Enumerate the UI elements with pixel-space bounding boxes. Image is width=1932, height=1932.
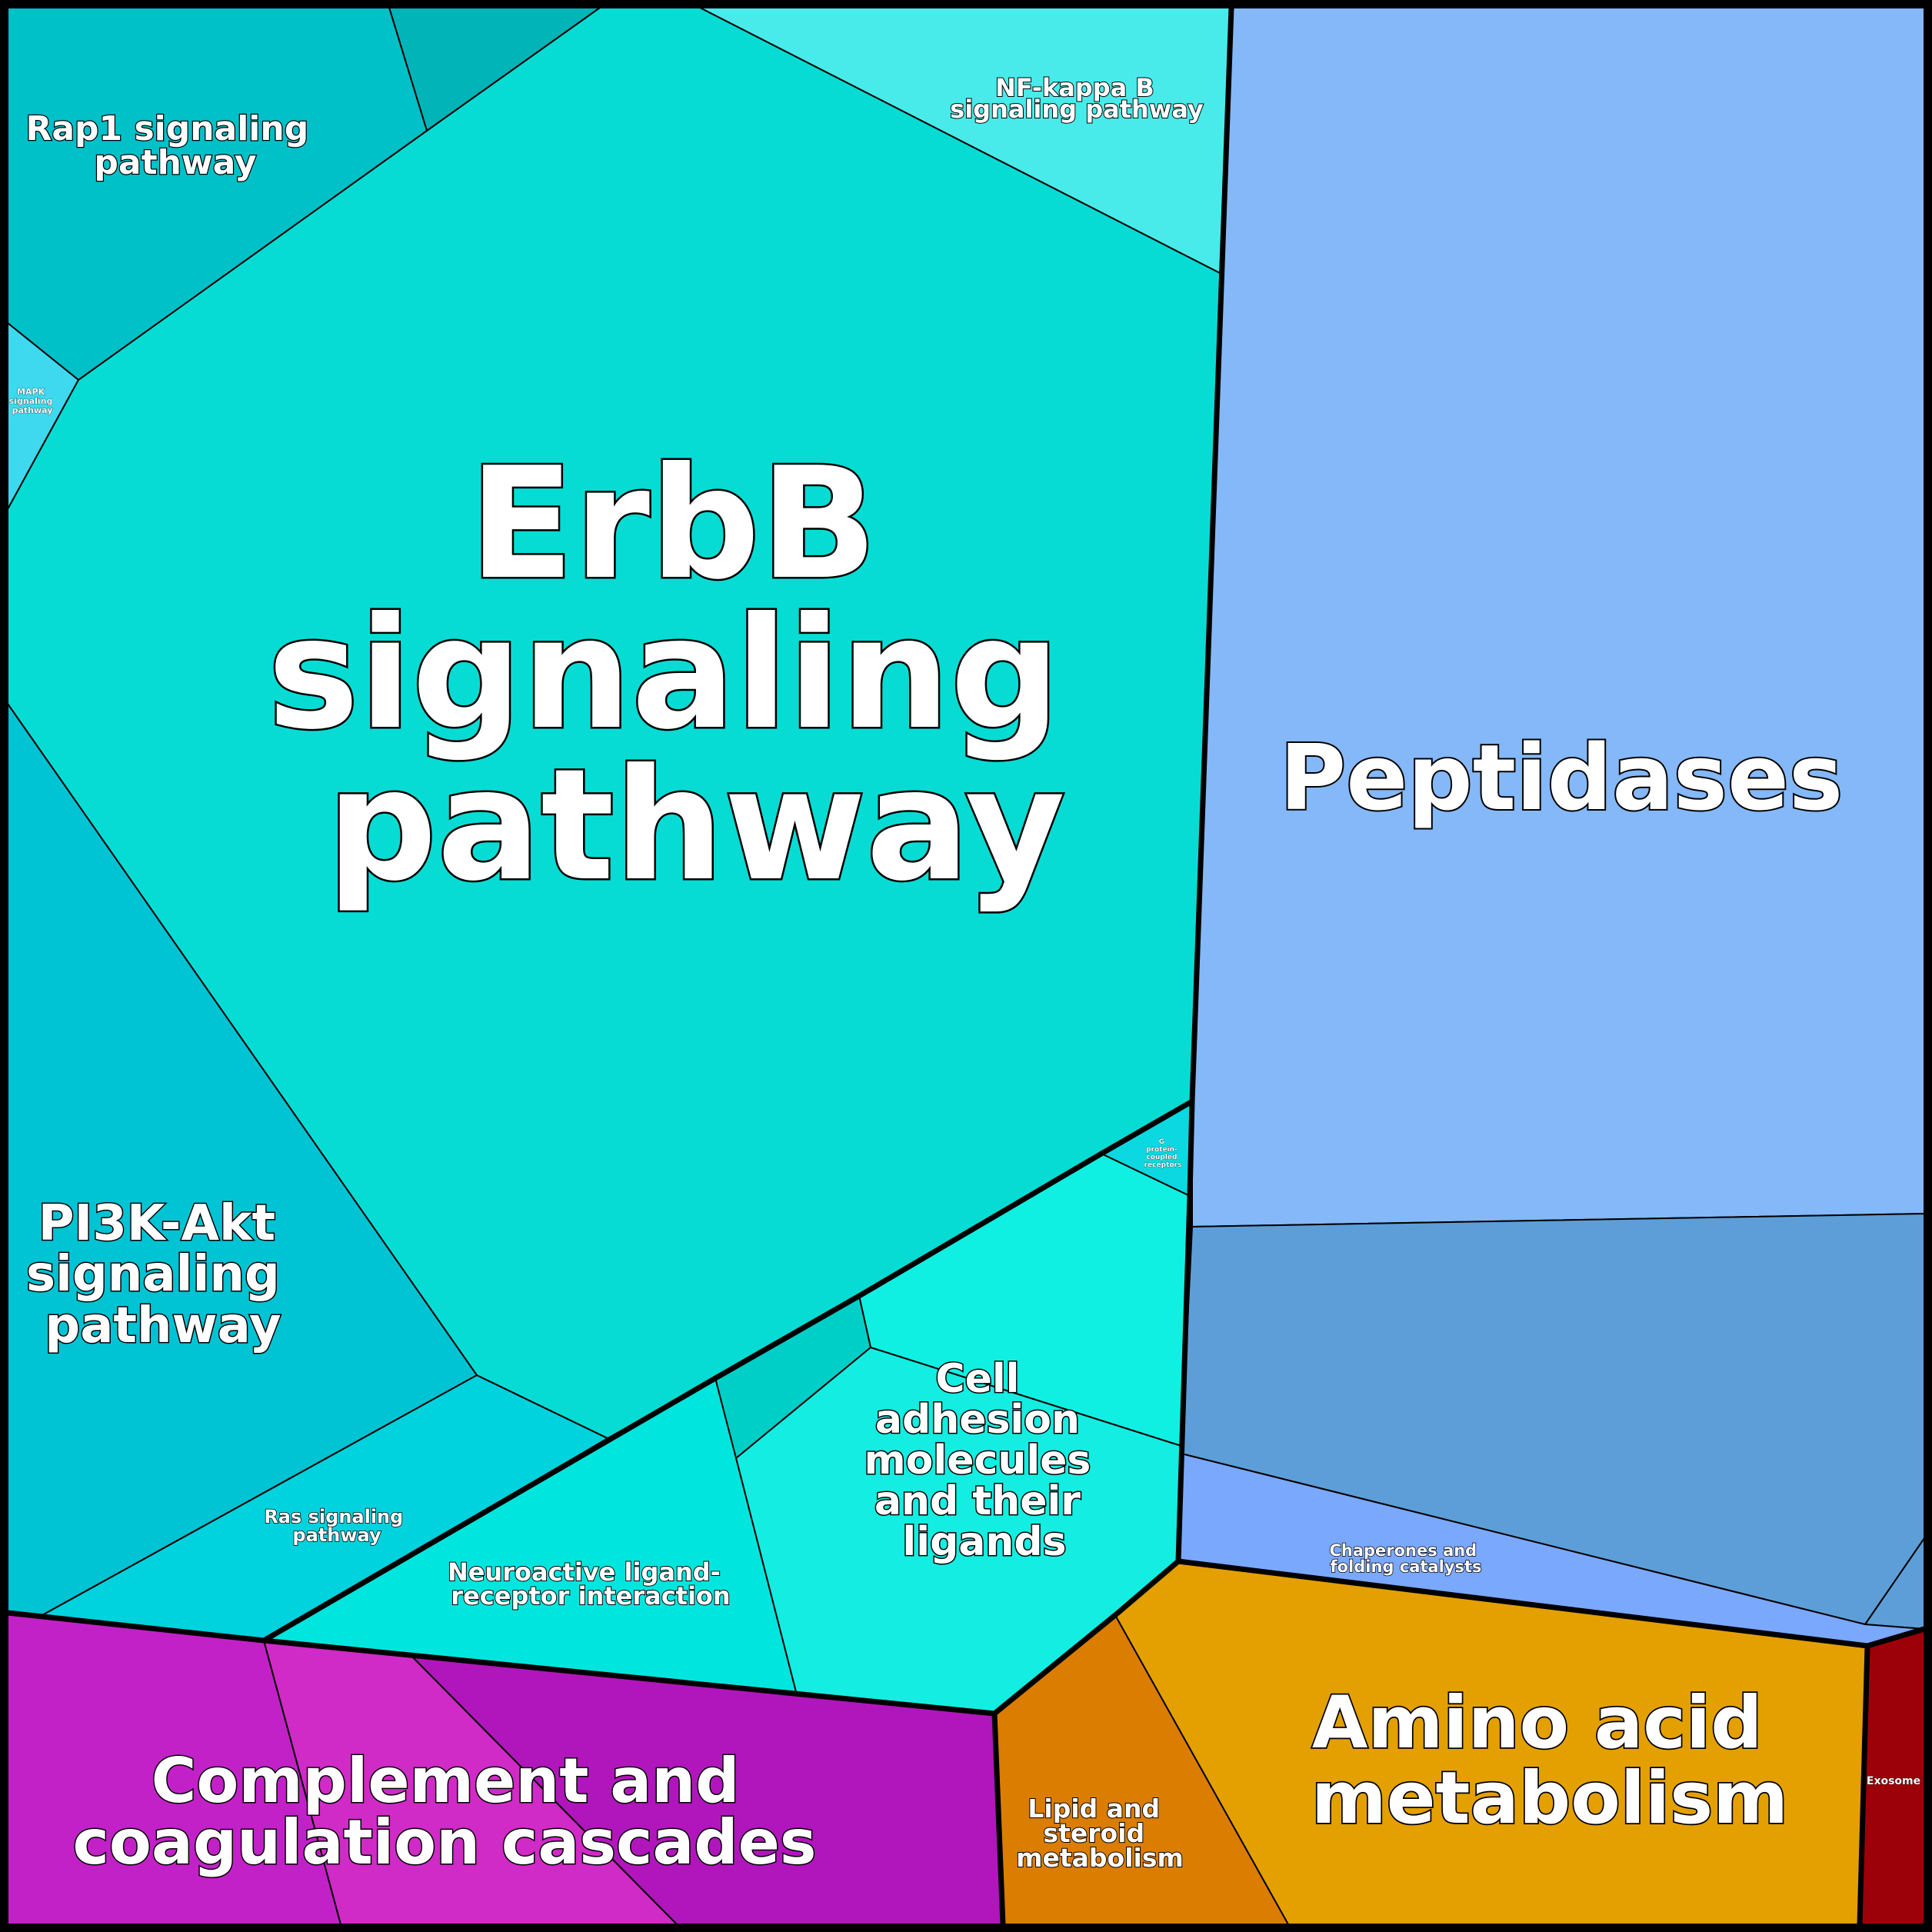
- label-amino-line-1: Amino acid: [1312, 1681, 1763, 1765]
- label-exosome: Exosome: [1867, 1775, 1920, 1787]
- label-gpcr-line-3: coupled: [1146, 1154, 1177, 1161]
- group-borders: [7, 7, 1925, 1925]
- label-mapk-signaling-pathway: MAPK signaling pathway: [9, 387, 56, 415]
- label-chaperones-and-folding-catalysts: Chaperones and folding catalysts: [1329, 1541, 1482, 1576]
- label-amino-line-2: metabolism: [1311, 1757, 1788, 1840]
- label-complement-and-coagulation-cascades: Complement and coagulation cascades: [73, 1745, 817, 1878]
- label-gpcr-line-1: G: [1159, 1138, 1164, 1146]
- label-erbb-line-3: pathway: [327, 736, 1065, 915]
- label-pi3k-line-2: signaling: [26, 1246, 280, 1303]
- label-mapk-line-2: signaling: [9, 396, 53, 406]
- label-cell-adhesion-molecules: Cell adhesion molecules and their ligand…: [864, 1356, 1105, 1565]
- label-nfkb-line-1: NF-kappa B: [995, 73, 1154, 102]
- label-peptidases-line-1: Peptidases: [1280, 724, 1843, 831]
- label-lipid-line-3: metabolism: [1016, 1843, 1184, 1873]
- label-lipid-line-1: Lipid and: [1028, 1794, 1160, 1824]
- label-mapk-line-3: pathway: [12, 405, 53, 415]
- label-nfkb-line-2: signaling pathway: [950, 95, 1204, 124]
- label-cam-line-2: adhesion: [875, 1397, 1080, 1443]
- label-pi3k-line-3: pathway: [45, 1297, 281, 1354]
- label-cam-line-4: and their: [874, 1478, 1081, 1524]
- label-lipid-and-steroid-metabolism: Lipid and steroid metabolism: [1016, 1794, 1184, 1873]
- label-peptidases: Peptidases: [1280, 724, 1843, 831]
- label-mapk-line-1: MAPK: [17, 387, 45, 397]
- label-ras-signaling-pathway: Ras signaling pathway: [264, 1506, 409, 1546]
- label-erbb-line-2: signaling: [268, 585, 1061, 764]
- label-amino-acid-metabolism: Amino acid metabolism: [1311, 1681, 1788, 1840]
- label-ras-line-2: pathway: [292, 1524, 381, 1546]
- label-erbb-signaling-pathway: ErbB signaling pathway: [268, 435, 1114, 915]
- label-chaperones-line-2: folding catalysts: [1330, 1557, 1481, 1576]
- label-complement-line-1: Complement and: [152, 1745, 740, 1817]
- label-ras-line-1: Ras signaling: [264, 1506, 403, 1527]
- label-pi3k-line-1: PI3K-Akt: [38, 1195, 276, 1252]
- label-rap1-signaling-pathway: Rap1 signaling pathway: [25, 109, 320, 182]
- label-cam-line-5: ligands: [902, 1519, 1066, 1565]
- label-complement-line-2: coagulation cascades: [73, 1807, 817, 1878]
- label-neuroactive-ligand-receptor: Neuroactive ligand- receptor interaction: [448, 1557, 731, 1611]
- label-chaperones-line-1: Chaperones and: [1329, 1541, 1477, 1560]
- label-lipid-line-2: steroid: [1043, 1818, 1144, 1848]
- label-exosome-line-1: Exosome: [1867, 1775, 1920, 1787]
- label-gpcr-line-2: protein-: [1146, 1146, 1178, 1154]
- label-rap1-line-1: Rap1 signaling: [25, 109, 308, 148]
- label-cam-line-3: molecules: [864, 1437, 1091, 1484]
- label-rap1-line-2: pathway: [94, 143, 256, 182]
- label-erbb-line-1: ErbB: [469, 435, 878, 614]
- label-pi3k-akt-signaling-pathway: PI3K-Akt signaling pathway: [26, 1195, 297, 1354]
- label-nfkb-signaling-pathway: NF-kappa B signaling pathway: [950, 73, 1204, 124]
- label-neuro-line-1: Neuroactive ligand-: [448, 1557, 721, 1587]
- cell-peptidases: [1191, 7, 1925, 1228]
- label-g-protein-coupled-receptors: G protein- coupled receptors: [1144, 1138, 1182, 1169]
- label-cam-line-1: Cell: [935, 1356, 1019, 1402]
- label-neuro-line-2: receptor interaction: [451, 1581, 730, 1611]
- label-gpcr-line-4: receptors: [1144, 1161, 1182, 1169]
